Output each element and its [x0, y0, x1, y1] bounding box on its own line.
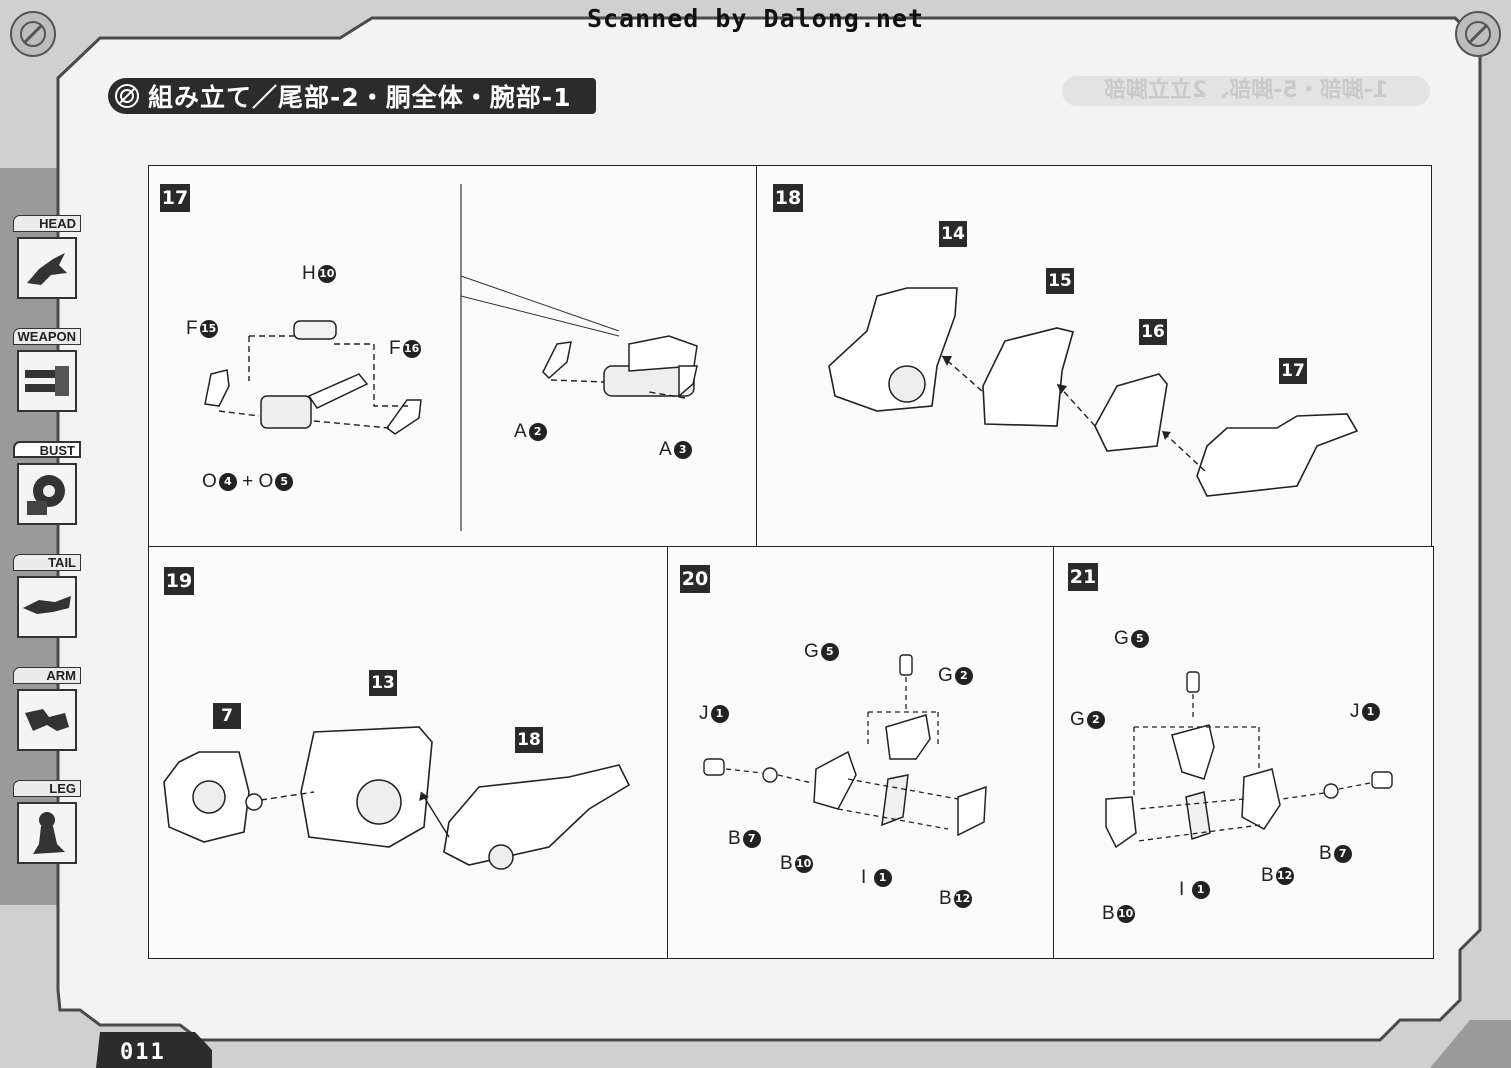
sub-assembly-18: 18 [515, 727, 543, 753]
tab-tail[interactable]: TAIL [13, 554, 83, 638]
step-18-panel: 18 14 15 16 17 [756, 165, 1432, 548]
sub-assembly-17: 17 [1279, 358, 1307, 384]
tab-label: TAIL [13, 554, 81, 571]
step-18-diagram [828, 287, 1359, 497]
weapon-part-icon [17, 350, 77, 412]
step-number: 20 [680, 565, 710, 593]
step-17-diagram [204, 184, 698, 531]
scan-watermark: Scanned by Dalong.net [586, 4, 925, 33]
arm-part-icon [17, 689, 77, 751]
step-21-diagram [1105, 671, 1393, 849]
bleed-through-title: 1-脚部・5-脚部、2立立脚部 [1062, 76, 1430, 106]
section-title-bar: 組み立て／尾部-2・胴全体・腕部-1 [108, 78, 596, 114]
sub-assembly-7: 7 [213, 703, 241, 729]
step-number: 18 [773, 184, 803, 212]
tab-label: BUST [13, 441, 81, 458]
part-label-i1: I 1 [1179, 879, 1210, 901]
step-number: 17 [160, 184, 190, 212]
head-part-icon [17, 237, 77, 299]
step-20-diagram [703, 654, 987, 837]
sub-assembly-16: 16 [1139, 319, 1167, 345]
tab-leg[interactable]: LEG [13, 780, 83, 864]
page-title: 組み立て／尾部-2・胴全体・腕部-1 [148, 83, 572, 112]
part-label-i1: I 1 [861, 867, 892, 889]
sub-assembly-15: 15 [1046, 268, 1074, 294]
tab-label: WEAPON [13, 328, 81, 345]
tab-label: ARM [13, 667, 81, 684]
gear-icon [115, 84, 139, 108]
step-19-diagram [163, 726, 631, 870]
tab-head[interactable]: HEAD [13, 215, 83, 299]
tab-bust[interactable]: BUST [13, 441, 83, 525]
page-number: 011 [120, 1040, 166, 1065]
step-19-panel: 19 7 13 18 [148, 546, 669, 959]
tab-weapon[interactable]: WEAPON [13, 328, 83, 412]
step-number: 21 [1068, 563, 1098, 591]
tab-label: LEG [13, 780, 81, 797]
step-number: 19 [164, 567, 194, 595]
tab-label: HEAD [13, 215, 81, 232]
tab-arm[interactable]: ARM [13, 667, 83, 751]
sub-assembly-14: 14 [939, 221, 967, 247]
tail-part-icon [17, 576, 77, 638]
sub-assembly-13: 13 [369, 670, 397, 696]
bust-part-icon [17, 463, 77, 525]
leg-part-icon [17, 802, 77, 864]
